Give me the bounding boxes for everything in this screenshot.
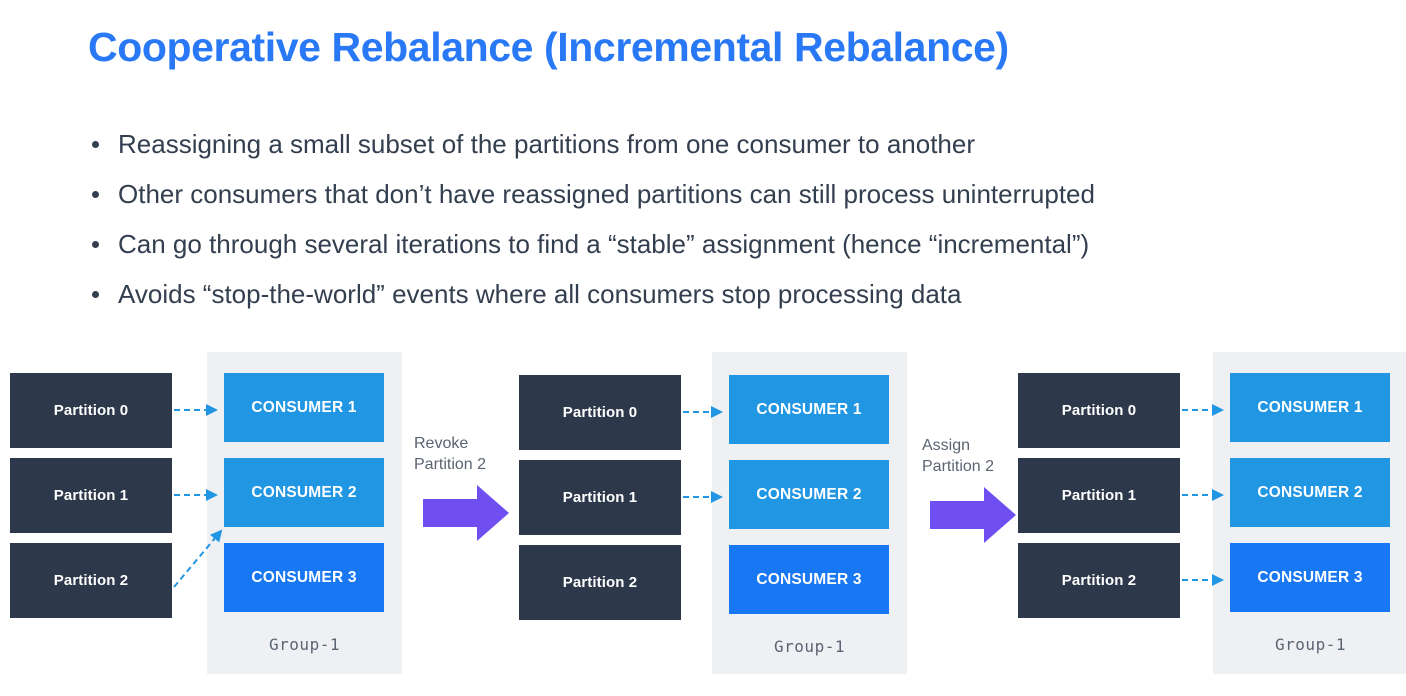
consumer-box: CONSUMER 1 (729, 375, 889, 444)
partition-box: Partition 2 (10, 543, 172, 618)
consumer-box: CONSUMER 1 (1230, 373, 1390, 442)
transition-2: Assign Partition 2 (912, 340, 1022, 696)
list-item: Can go through several iterations to fin… (92, 227, 1352, 263)
partition-box: Partition 0 (519, 375, 681, 450)
consumer-box: CONSUMER 1 (224, 373, 384, 442)
consumer-box: CONSUMER 2 (1230, 458, 1390, 527)
group-label: Group-1 (1275, 635, 1346, 654)
transition-label-line1: Assign (922, 437, 971, 454)
group-label: Group-1 (269, 635, 340, 654)
group-label: Group-1 (774, 637, 845, 656)
partition-box: Partition 1 (10, 458, 172, 533)
right-arrow-icon (423, 485, 509, 541)
partition-box: Partition 2 (1018, 543, 1180, 618)
partition-box: Partition 1 (519, 460, 681, 535)
right-arrow-icon (930, 487, 1016, 543)
bullet-dot-icon (92, 291, 99, 298)
list-item: Avoids “stop-the-world” events where all… (92, 277, 1352, 313)
transition-label-line2: Partition 2 (922, 458, 995, 475)
consumer-box: CONSUMER 2 (224, 458, 384, 527)
transition-label: Revoke Partition 2 (414, 433, 486, 475)
bullet-list: Reassigning a small subset of the partit… (92, 127, 1352, 327)
stage-2: Partition 0 Partition 1 Partition 2 CONS… (505, 340, 907, 696)
partition-box: Partition 2 (519, 545, 681, 620)
list-item: Other consumers that don’t have reassign… (92, 177, 1352, 213)
rebalance-diagram: Partition 0 Partition 1 Partition 2 CONS… (0, 340, 1406, 696)
bullet-text: Reassigning a small subset of the partit… (118, 129, 976, 159)
transition-label: Assign Partition 2 (922, 435, 994, 477)
consumer-box: CONSUMER 3 (224, 543, 384, 612)
consumer-box: CONSUMER 3 (729, 545, 889, 614)
partition-box: Partition 1 (1018, 458, 1180, 533)
bullet-dot-icon (92, 241, 99, 248)
transition-1: Revoke Partition 2 (405, 340, 515, 696)
bullet-dot-icon (92, 141, 99, 148)
bullet-dot-icon (92, 191, 99, 198)
page-title: Cooperative Rebalance (Incremental Rebal… (88, 24, 1009, 70)
bullet-text: Other consumers that don’t have reassign… (118, 179, 1095, 209)
bullet-text: Can go through several iterations to fin… (118, 229, 1090, 259)
consumer-box: CONSUMER 3 (1230, 543, 1390, 612)
consumer-box: CONSUMER 2 (729, 460, 889, 529)
stage-3: Partition 0 Partition 1 Partition 2 CONS… (1006, 340, 1406, 696)
partition-box: Partition 0 (1018, 373, 1180, 448)
bullet-text: Avoids “stop-the-world” events where all… (118, 279, 962, 309)
list-item: Reassigning a small subset of the partit… (92, 127, 1352, 163)
stage-1: Partition 0 Partition 1 Partition 2 CONS… (0, 340, 402, 696)
partition-box: Partition 0 (10, 373, 172, 448)
transition-label-line1: Revoke (414, 435, 469, 452)
transition-label-line2: Partition 2 (414, 456, 487, 473)
